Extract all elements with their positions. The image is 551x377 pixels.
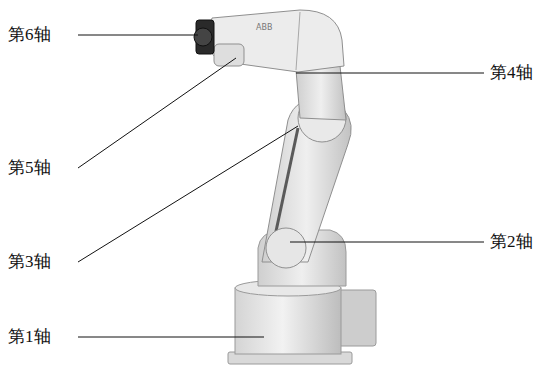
axis-label: 第2轴: [490, 232, 533, 252]
axis2-joint: [266, 228, 306, 268]
upper-arm: [296, 66, 346, 120]
base-cylinder: [235, 288, 341, 354]
forearm-seam: [296, 12, 300, 70]
axis-label: 第5轴: [8, 158, 51, 178]
leader-line: [78, 126, 298, 262]
leader-line: [78, 58, 236, 168]
leader-line: [78, 337, 264, 338]
svg-text:ABB: ABB: [256, 23, 272, 32]
leader-line: [78, 35, 198, 36]
axis-label: 第3轴: [8, 252, 51, 272]
axis-label: 第4轴: [490, 63, 533, 83]
flange-disc: [194, 28, 212, 46]
axis-label: 第6轴: [8, 25, 51, 45]
axis-label: 第1轴: [8, 327, 51, 347]
leader-line: [296, 73, 484, 74]
leader-line: [290, 242, 484, 243]
